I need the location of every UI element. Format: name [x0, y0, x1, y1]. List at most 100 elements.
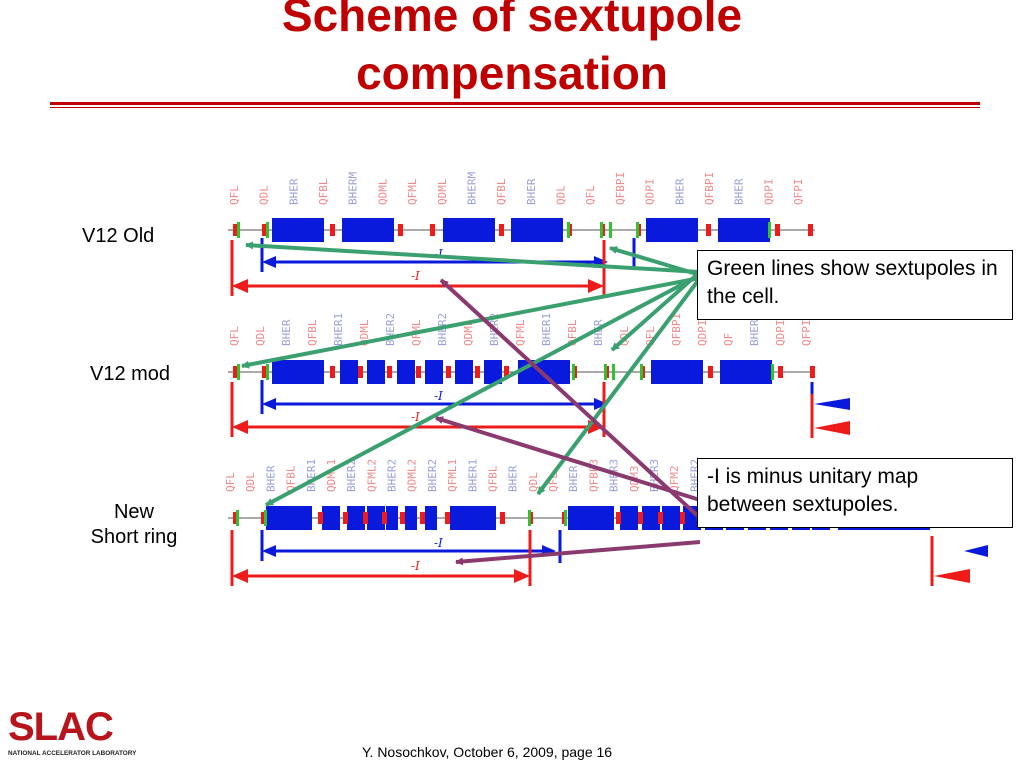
quadrupole-magnet — [382, 512, 387, 524]
dipole-magnet — [484, 360, 502, 384]
element-label: BHER — [567, 465, 580, 492]
callout-green-lines: Green lines show sextupoles in the cell. — [697, 250, 1013, 320]
quadrupole-magnet — [330, 224, 335, 236]
quadrupole-magnet — [262, 366, 267, 378]
element-label: QDML — [376, 178, 389, 205]
element-label: BHER2 — [345, 459, 358, 492]
sextupole-marker — [567, 222, 570, 238]
sextupole-marker — [609, 222, 612, 238]
title-line-2: compensation — [356, 47, 668, 99]
element-label: QDML — [358, 319, 371, 346]
quadrupole-magnet — [343, 512, 348, 524]
red-span-arrowhead-left — [232, 279, 248, 293]
quadrupole-magnet — [499, 224, 504, 236]
sextupole-marker — [768, 222, 771, 238]
sextupole-marker — [604, 364, 607, 380]
row-label-v12-old: V12 Old — [82, 225, 155, 247]
element-label: QDL — [244, 472, 257, 492]
quadrupole-magnet — [416, 366, 421, 378]
red-span-label: -I — [411, 559, 420, 573]
sextupole-marker — [237, 222, 240, 238]
quadrupole-magnet — [430, 224, 435, 236]
element-label: QDPI — [762, 179, 775, 206]
element-label: QFML — [406, 178, 419, 205]
element-label: QDPI — [644, 179, 657, 206]
sextupole-marker — [636, 222, 639, 238]
quadrupole-magnet — [778, 366, 783, 378]
lattice-row-2: QFLQDLBHERQFBLBHER1QDMLBHER2QFMLBHER2QDM… — [228, 313, 815, 437]
sextupole-marker — [572, 364, 575, 380]
element-label: QDPI — [774, 320, 787, 347]
dipole-magnet — [455, 360, 473, 384]
element-label: QFBL — [306, 319, 319, 346]
dipole-magnet — [646, 218, 698, 242]
element-label: QFBPI — [670, 313, 683, 346]
dipole-magnet — [386, 506, 398, 530]
element-label: QDML — [462, 319, 475, 346]
quadrupole-magnet — [708, 366, 713, 378]
quadrupole-magnet — [261, 512, 266, 524]
row-label-new-short-ring: New Short ring — [74, 500, 194, 550]
title-underline-thin — [50, 107, 980, 108]
slac-logo-subtitle: NATIONAL ACCELERATOR LABORATORY — [8, 750, 137, 757]
dipole-magnet — [720, 360, 772, 384]
quadrupole-magnet — [233, 366, 238, 378]
sextupole-marker — [264, 510, 267, 526]
quadrupole-magnet — [475, 366, 480, 378]
dipole-magnet — [642, 506, 660, 530]
sextupole-marker — [612, 364, 615, 380]
dipole-magnet — [266, 506, 312, 530]
element-label: QDML — [436, 178, 449, 205]
quadrupole-magnet — [363, 512, 368, 524]
row-label-line-1: New — [113, 501, 154, 523]
quadrupole-magnet — [680, 512, 685, 524]
slac-logo-text: SLAC — [8, 705, 114, 749]
blue-span-label: -I — [434, 247, 443, 261]
element-label: QDML2 — [406, 459, 419, 492]
blue-span-arrowhead-left — [262, 545, 276, 557]
element-label: QFL — [224, 472, 237, 492]
quadrupole-magnet — [445, 512, 450, 524]
quadrupole-magnet — [233, 512, 238, 524]
element-label: QDPI — [696, 320, 709, 347]
dipole-magnet — [443, 218, 495, 242]
dipole-magnet — [342, 218, 394, 242]
green-pointer-arrow — [609, 246, 701, 277]
element-label: BHER1 — [540, 313, 553, 346]
element-label: QFML1 — [446, 459, 459, 492]
quadrupole-magnet — [775, 224, 780, 236]
quadrupole-magnet — [808, 224, 813, 236]
quadrupole-magnet — [233, 224, 238, 236]
element-label: QDML1 — [325, 459, 338, 492]
dipole-magnet — [683, 506, 701, 530]
next-cell-red-arrowhead — [934, 569, 970, 583]
element-label: QFL — [584, 185, 597, 205]
dipole-magnet — [322, 506, 340, 530]
sextupole-marker — [528, 510, 531, 526]
red-span-arrowhead-left — [232, 569, 248, 583]
quadrupole-magnet — [658, 512, 663, 524]
element-label: BHER — [507, 465, 520, 492]
dipole-magnet — [662, 506, 680, 530]
element-label: BHER1 — [305, 459, 318, 492]
element-label: QDL — [258, 185, 271, 205]
sextupole-marker — [640, 364, 643, 380]
element-label: BHER2 — [386, 459, 399, 492]
dipole-magnet — [718, 218, 770, 242]
next-cell-blue-arrowhead — [814, 398, 850, 410]
quadrupole-magnet — [330, 366, 335, 378]
dipole-magnet — [425, 360, 443, 384]
element-label: BHER3 — [608, 459, 621, 492]
quadrupole-magnet — [706, 224, 711, 236]
next-cell-indicator-2 — [930, 536, 988, 586]
quadrupole-magnet — [400, 512, 405, 524]
sextupole-marker — [266, 364, 269, 380]
dipole-magnet — [651, 360, 703, 384]
green-pointer-arrow — [241, 276, 701, 369]
quadrupole-magnet — [504, 366, 509, 378]
blue-span-label: -I — [434, 389, 443, 403]
quadrupole-magnet — [810, 366, 815, 378]
quadrupole-magnet — [446, 366, 451, 378]
element-label: BHER — [733, 178, 746, 205]
